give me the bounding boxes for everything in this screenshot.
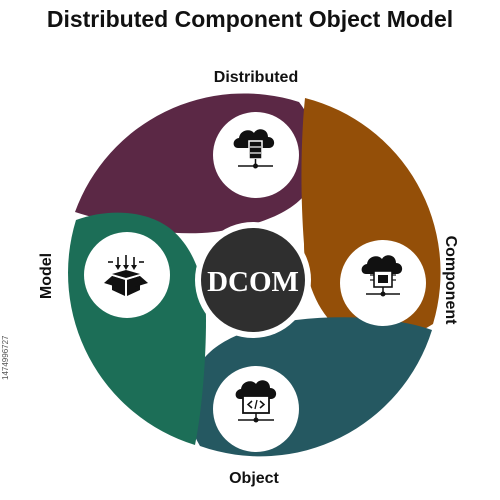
center-label: DCOM xyxy=(207,266,299,298)
cloud-chip-icon xyxy=(361,255,403,297)
label-distributed: Distributed xyxy=(214,69,298,86)
center-circle xyxy=(201,228,305,332)
cloud-code-icon xyxy=(235,380,277,423)
label-model: Model xyxy=(38,253,55,299)
label-object: Object xyxy=(229,470,279,487)
side-stamp: 1474996727 xyxy=(1,335,10,381)
cloud-database-icon xyxy=(233,129,275,169)
label-component: Component xyxy=(442,236,459,326)
page-title: Distributed Component Object Model xyxy=(46,6,454,32)
box-arrows-icon xyxy=(104,255,148,296)
